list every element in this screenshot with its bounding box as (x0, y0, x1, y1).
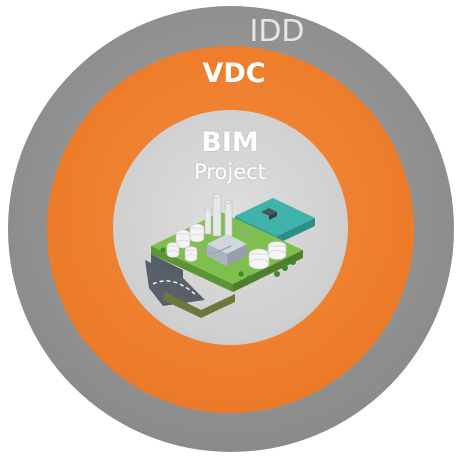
idd-label: IDD (249, 14, 305, 49)
project-label: Project (194, 160, 266, 184)
vdc-label: VDC (202, 58, 266, 89)
bim-label: BIM (201, 127, 259, 158)
isometric-industrial-plant-icon (145, 193, 315, 318)
